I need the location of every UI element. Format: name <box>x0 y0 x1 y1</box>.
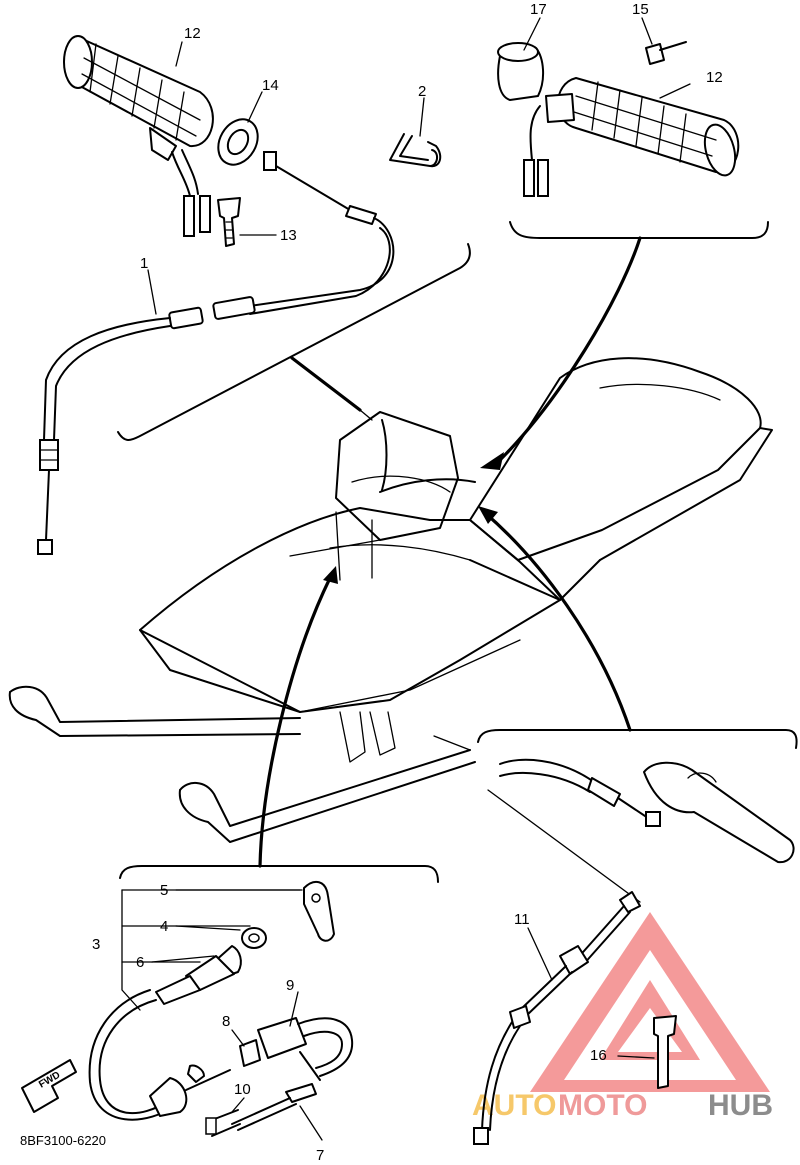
throttle-cable-1-part <box>37 151 395 555</box>
diagram-code: 8BF3100-6220 <box>20 1133 106 1148</box>
fwd-arrow-icon: FWD <box>21 1059 77 1113</box>
ring-14-part <box>217 118 259 166</box>
grip-left-part <box>63 35 214 237</box>
clamp-16-part <box>653 1015 677 1089</box>
callout-11: 11 <box>514 911 530 928</box>
screw-15-part <box>645 41 687 65</box>
callout-2: 2 <box>418 83 426 100</box>
watermark-moto: MOTO <box>558 1089 647 1122</box>
brake-cable-part <box>499 758 661 827</box>
callout-brackets <box>117 221 798 1011</box>
tube-7-part <box>211 1083 317 1137</box>
cap-17-part <box>497 42 544 101</box>
watermark-hub: HUB <box>708 1089 773 1122</box>
choke-cable-3-part <box>88 945 242 1121</box>
nut-4-part <box>241 927 267 949</box>
callout-1: 1 <box>140 255 148 272</box>
callout-8: 8 <box>222 1013 230 1030</box>
lever-5-part <box>303 880 335 942</box>
snowmobile-illustration <box>8 357 773 843</box>
clip-2-part <box>389 133 442 168</box>
brake-lever-part <box>643 761 795 864</box>
callout-5: 5 <box>160 882 168 899</box>
plunger-8-part <box>187 1039 261 1083</box>
wire-10-part <box>205 1109 239 1135</box>
callout-15: 15 <box>632 1 649 18</box>
callout-17: 17 <box>530 1 547 18</box>
callout-12-left: 12 <box>184 25 201 42</box>
leader-lines <box>147 17 691 1141</box>
callout-9: 9 <box>286 977 294 994</box>
brake-cable-11-part <box>473 789 641 1145</box>
callout-16: 16 <box>590 1047 607 1064</box>
callout-numbers: 12 14 2 1 13 17 15 12 5 4 3 6 9 8 10 7 1… <box>92 1 723 1164</box>
callout-10: 10 <box>234 1081 251 1098</box>
callout-6: 6 <box>136 954 144 971</box>
automotohub-logo: AUTO MOTO HUB <box>472 912 773 1122</box>
grip-right-part <box>523 77 740 197</box>
housing-9-part <box>257 1017 354 1081</box>
callout-13: 13 <box>280 227 297 244</box>
callout-3: 3 <box>92 936 100 953</box>
callout-7: 7 <box>316 1147 324 1164</box>
clamp-13-part <box>217 197 241 247</box>
callout-12-right: 12 <box>706 69 723 86</box>
callout-14: 14 <box>262 77 279 94</box>
callout-4: 4 <box>160 918 168 935</box>
